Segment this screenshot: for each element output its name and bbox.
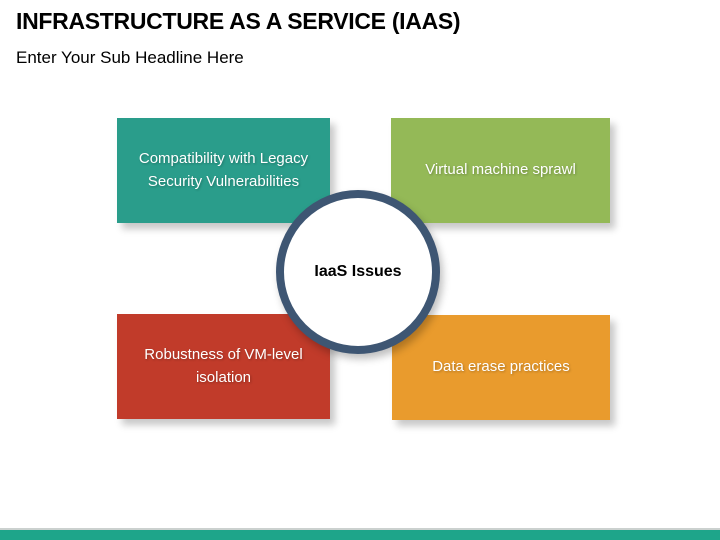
sub-headline: Enter Your Sub Headline Here xyxy=(16,48,244,67)
issue-box-data-erase: Data erase practices xyxy=(392,315,610,420)
footer-accent-bar xyxy=(0,530,720,540)
issue-box-vm-sprawl: Virtual machine sprawl xyxy=(391,118,610,223)
page-title: INFRASTRUCTURE AS A SERVICE (IAAS) xyxy=(16,8,461,34)
issue-box-vm-isolation: Robustness of VM-level isolation xyxy=(117,314,330,419)
center-circle-label: IaaS Issues xyxy=(314,263,402,280)
issue-box-compatibility: Compatibility with Legacy Security Vulne… xyxy=(117,118,330,223)
footer-divider-line xyxy=(0,528,720,530)
center-circle: IaaS Issues xyxy=(276,190,440,354)
